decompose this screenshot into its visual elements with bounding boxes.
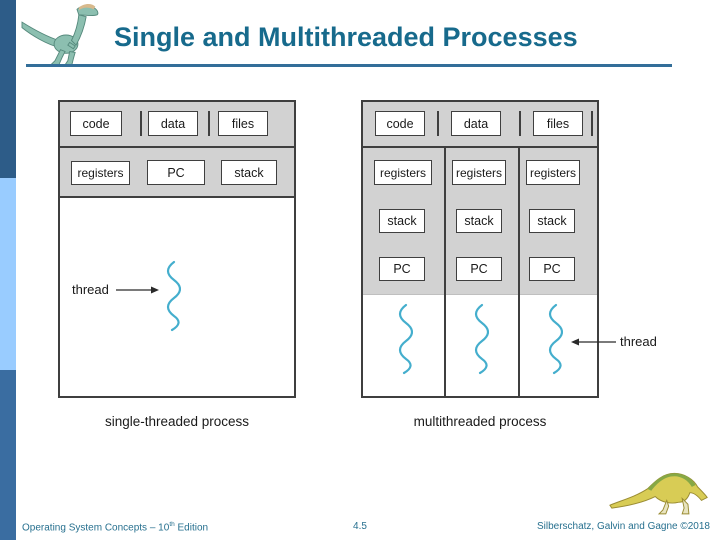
thread-label: thread [72, 282, 109, 297]
section-divider [60, 146, 294, 148]
box-divider-tick [208, 111, 210, 136]
registers-label: registers [77, 166, 124, 180]
pc-box: PC [456, 257, 502, 281]
pc-label: PC [167, 165, 185, 180]
box-divider-tick [591, 111, 593, 136]
multithreaded-diagram: code data files registers registers regi… [361, 100, 599, 398]
sidebar-accent-middle [0, 178, 16, 370]
title-underline [26, 64, 672, 67]
thread-arrow-right-icon [116, 286, 159, 294]
pc-label: PC [470, 262, 488, 276]
registers-box: registers [374, 160, 432, 185]
files-label: files [231, 116, 255, 131]
thread-columns-edge [363, 294, 597, 295]
column-divider [444, 146, 446, 396]
pc-box: PC [147, 160, 205, 185]
stack-box: stack [456, 209, 502, 233]
code-label: code [386, 116, 414, 131]
registers-box: registers [71, 161, 130, 185]
thread-squiggle-icon [398, 303, 413, 375]
registers-label: registers [379, 165, 426, 180]
pc-box: PC [379, 257, 425, 281]
box-divider-tick [437, 111, 439, 136]
registers-label: registers [455, 165, 502, 180]
stack-label: stack [464, 214, 494, 228]
registers-box: registers [526, 160, 580, 185]
stack-label: stack [234, 165, 264, 180]
files-box: files [218, 111, 268, 136]
thread-squiggle-icon [548, 303, 563, 375]
column-divider [444, 294, 446, 396]
box-divider-tick [140, 111, 142, 136]
stack-box: stack [221, 160, 277, 185]
multithreaded-caption: multithreaded process [413, 414, 547, 429]
files-box: files [533, 111, 583, 136]
footer-page-number: 4.5 [353, 521, 367, 532]
stack-label: stack [537, 214, 567, 228]
registers-label: registers [529, 165, 576, 180]
stack-box: stack [529, 209, 575, 233]
thread-arrow-left-icon [571, 338, 616, 346]
thread-squiggle-icon [166, 260, 181, 332]
slide-title: Single and Multithreaded Processes [114, 22, 578, 52]
single-threaded-caption: single-threaded process [104, 414, 250, 429]
single-threaded-diagram: code data files registers PC stack threa… [58, 100, 296, 398]
code-box: code [70, 111, 122, 136]
dinosaur-logo-icon [21, 3, 99, 67]
pc-box: PC [529, 257, 575, 281]
data-box: data [451, 111, 501, 136]
stack-box: stack [379, 209, 425, 233]
data-label: data [160, 116, 186, 131]
pc-label: PC [393, 262, 411, 276]
sidebar-accent-top [0, 0, 16, 178]
data-label: data [463, 116, 489, 131]
thread-label: thread [620, 334, 657, 349]
footer-book-title: Operating System Concepts – 10th Edition [22, 521, 208, 533]
column-divider [518, 294, 520, 396]
box-divider-tick [519, 111, 521, 136]
sidebar-accent-bottom [0, 370, 16, 540]
section-divider [60, 196, 294, 198]
data-box: data [148, 111, 198, 136]
pc-label: PC [543, 262, 561, 276]
column-divider [518, 146, 520, 396]
files-label: files [546, 116, 570, 131]
footer-book-title-text: Operating System Concepts – 10 [22, 522, 170, 534]
code-box: code [375, 111, 425, 136]
stack-label: stack [387, 214, 417, 228]
dinosaur-footer-icon [609, 472, 708, 515]
registers-box: registers [452, 160, 506, 185]
thread-squiggle-icon [474, 303, 489, 375]
footer-authors: Silberschatz, Galvin and Gagne ©2018 [536, 521, 710, 532]
section-divider [363, 146, 597, 148]
footer-edition-superscript: th [169, 521, 175, 528]
footer-edition-text: Edition [174, 522, 209, 534]
code-label: code [82, 116, 110, 131]
